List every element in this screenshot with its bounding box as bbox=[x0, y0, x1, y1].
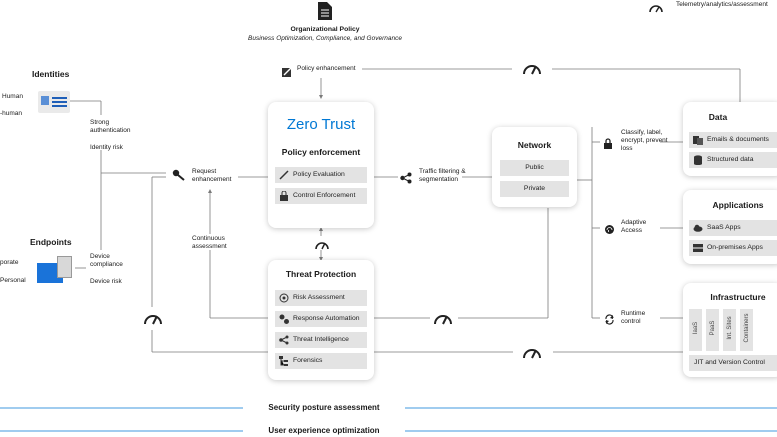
request-enhancement-label: Request enhancement bbox=[192, 168, 232, 183]
runtime-control-label: Runtime control bbox=[621, 310, 646, 325]
control-enforcement-item: Control Enforcement bbox=[275, 188, 367, 204]
refresh-icon bbox=[604, 312, 615, 325]
policy-evaluation-item: Policy Evaluation bbox=[275, 167, 367, 183]
device-compliance-label: Device compliance bbox=[90, 253, 123, 268]
saas-apps-label: SaaS Apps bbox=[707, 224, 741, 231]
containers-label: Containers bbox=[744, 313, 750, 343]
share-icon bbox=[279, 335, 289, 345]
gauge-icon bbox=[314, 237, 336, 255]
continuous-assessment-label: Continuous assessment bbox=[192, 235, 227, 250]
key-icon bbox=[172, 168, 186, 181]
identities-title: Identities bbox=[32, 69, 70, 79]
response-automation-item: Response Automation bbox=[275, 311, 367, 327]
policy-enhancement-label: Policy enhancement bbox=[297, 65, 356, 72]
lock-icon bbox=[603, 136, 613, 149]
infra-col-sites: Int. Sites bbox=[723, 309, 736, 351]
edit-icon bbox=[282, 64, 292, 77]
server-icon bbox=[693, 243, 703, 253]
gauge-icon bbox=[142, 310, 164, 328]
device-risk-label: Device risk bbox=[90, 278, 122, 285]
emails-documents-item: Emails & documents bbox=[689, 132, 777, 148]
org-policy-subtitle: Business Optimization, Compliance, and G… bbox=[248, 35, 402, 42]
target-icon bbox=[279, 293, 289, 303]
policy-enforcement-title: Policy enforcement bbox=[281, 147, 361, 157]
identity-risk-label: Identity risk bbox=[90, 144, 123, 151]
zero-trust-title: Zero Trust bbox=[286, 116, 356, 133]
lock-icon bbox=[279, 190, 289, 201]
threat-protection-title: Threat Protection bbox=[285, 269, 357, 279]
identity-nonhuman: -human bbox=[0, 110, 23, 117]
network-card: Network Public Private bbox=[492, 127, 577, 207]
onprem-apps-label: On-premises Apps bbox=[707, 244, 763, 251]
infra-col-iaas: IaaS bbox=[689, 309, 702, 351]
gauge-icon bbox=[432, 310, 454, 328]
onprem-apps-item: On-premises Apps bbox=[689, 240, 777, 256]
paas-label: PaaS bbox=[710, 320, 716, 336]
data-card: Data Emails & documents Structured data bbox=[683, 102, 777, 176]
strong-auth-label: Strong authentication bbox=[90, 119, 131, 134]
security-posture-label: Security posture assessment bbox=[268, 403, 380, 412]
documents-icon bbox=[693, 135, 703, 145]
jit-version-control: JIT and Version Control bbox=[689, 355, 777, 371]
endpoint-personal: Personal bbox=[0, 277, 26, 284]
risk-assessment-item: Risk Assessment bbox=[275, 290, 367, 306]
policy-evaluation-label: Policy Evaluation bbox=[293, 171, 345, 178]
iaas-label: IaaS bbox=[693, 321, 699, 335]
cloud-icon bbox=[693, 223, 703, 233]
classify-label: Classify, label, encrypt, prevent loss bbox=[621, 129, 668, 152]
id-card-icon bbox=[38, 91, 70, 113]
applications-card: Applications SaaS Apps On-premises Apps bbox=[683, 190, 777, 264]
data-title: Data bbox=[708, 112, 728, 122]
document-icon bbox=[317, 1, 333, 21]
structured-data-label: Structured data bbox=[707, 156, 754, 163]
network-private: Private bbox=[500, 181, 569, 197]
endpoint-corporate: porate bbox=[0, 259, 19, 266]
structured-data-item: Structured data bbox=[689, 152, 777, 168]
response-automation-label: Response Automation bbox=[293, 315, 360, 322]
adaptive-access-label: Adaptive Access bbox=[621, 219, 647, 234]
zero-trust-card: Zero Trust Policy enforcement Policy Eva… bbox=[268, 102, 374, 228]
gauge-icon bbox=[521, 344, 543, 362]
org-policy-title: Organizational Policy bbox=[290, 26, 360, 33]
control-enforcement-label: Control Enforcement bbox=[293, 192, 356, 199]
forensics-label: Forensics bbox=[293, 357, 323, 364]
threat-protection-card: Threat Protection Risk Assessment Respon… bbox=[268, 260, 374, 380]
threat-intelligence-item: Threat Intelligence bbox=[275, 332, 367, 348]
pencil-icon bbox=[279, 170, 289, 180]
threat-intelligence-label: Threat Intelligence bbox=[293, 336, 349, 343]
endpoints-title: Endpoints bbox=[30, 237, 72, 247]
infrastructure-card: Infrastructure IaaS PaaS Int. Sites Cont… bbox=[683, 283, 777, 377]
gauge-icon bbox=[521, 60, 543, 78]
network-public: Public bbox=[500, 160, 569, 176]
gauge-icon bbox=[648, 0, 670, 18]
emails-documents-label: Emails & documents bbox=[707, 136, 769, 143]
saas-apps-item: SaaS Apps bbox=[689, 220, 777, 236]
risk-assessment-label: Risk Assessment bbox=[293, 294, 345, 301]
applications-title: Applications bbox=[712, 200, 764, 210]
forensics-item: Forensics bbox=[275, 353, 367, 369]
traffic-filtering-label: Traffic filtering & segmentation bbox=[419, 168, 466, 183]
gears-icon bbox=[279, 314, 289, 324]
network-title: Network bbox=[517, 140, 552, 150]
hierarchy-icon bbox=[279, 356, 289, 366]
identity-human: Human bbox=[2, 93, 23, 100]
int-sites-label: Int. Sites bbox=[727, 316, 733, 340]
infrastructure-title: Infrastructure bbox=[710, 292, 766, 302]
legend-label: Telemetry/analytics/assessment bbox=[676, 1, 768, 8]
devices-icon bbox=[37, 256, 75, 284]
ux-optimization-label: User experience optimization bbox=[268, 426, 380, 435]
share-icon bbox=[400, 171, 412, 184]
infra-col-paas: PaaS bbox=[706, 309, 719, 351]
infra-col-containers: Containers bbox=[740, 309, 753, 351]
database-icon bbox=[693, 155, 703, 165]
fingerprint-icon bbox=[604, 222, 615, 234]
